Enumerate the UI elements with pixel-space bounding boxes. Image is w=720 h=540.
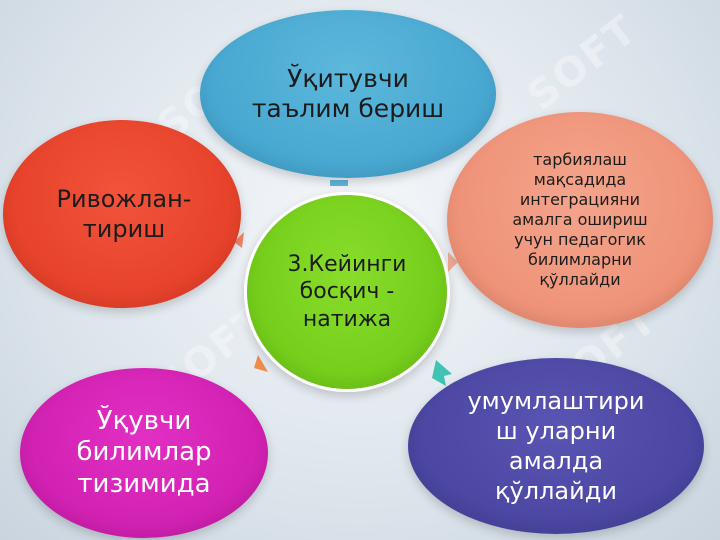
arrow-right-to-center [448, 252, 458, 272]
arrow-center-to-bottom-right [432, 360, 452, 386]
node-label: тарбиялаш мақсадида интеграцияни амалга … [512, 150, 648, 289]
node-label: 3.Кейинги босқич - натижа [287, 251, 407, 332]
node-generalization: умумлаштири ш уларни амалда қўллайди [408, 358, 704, 534]
arrow-top-to-center [330, 180, 348, 186]
arrow-left-to-center [234, 232, 244, 248]
node-label: умумлаштири ш уларни амалда қўллайди [467, 387, 645, 505]
node-teacher-teaching: Ўқитувчи таълим бериш [200, 10, 496, 178]
node-label: Ривожлан- тириш [56, 185, 192, 243]
arrow-center-to-bottom-left [254, 355, 268, 372]
node-integration: тарбиялаш мақсадида интеграцияни амалга … [447, 112, 713, 328]
node-development: Ривожлан- тириш [3, 120, 241, 308]
node-student-knowledge: Ўқувчи билимлар тизимида [20, 368, 268, 538]
node-label: Ўқувчи билимлар тизимида [76, 406, 212, 499]
node-result-stage: 3.Кейинги босқич - натижа [244, 192, 450, 392]
node-label: Ўқитувчи таълим бериш [251, 64, 445, 123]
